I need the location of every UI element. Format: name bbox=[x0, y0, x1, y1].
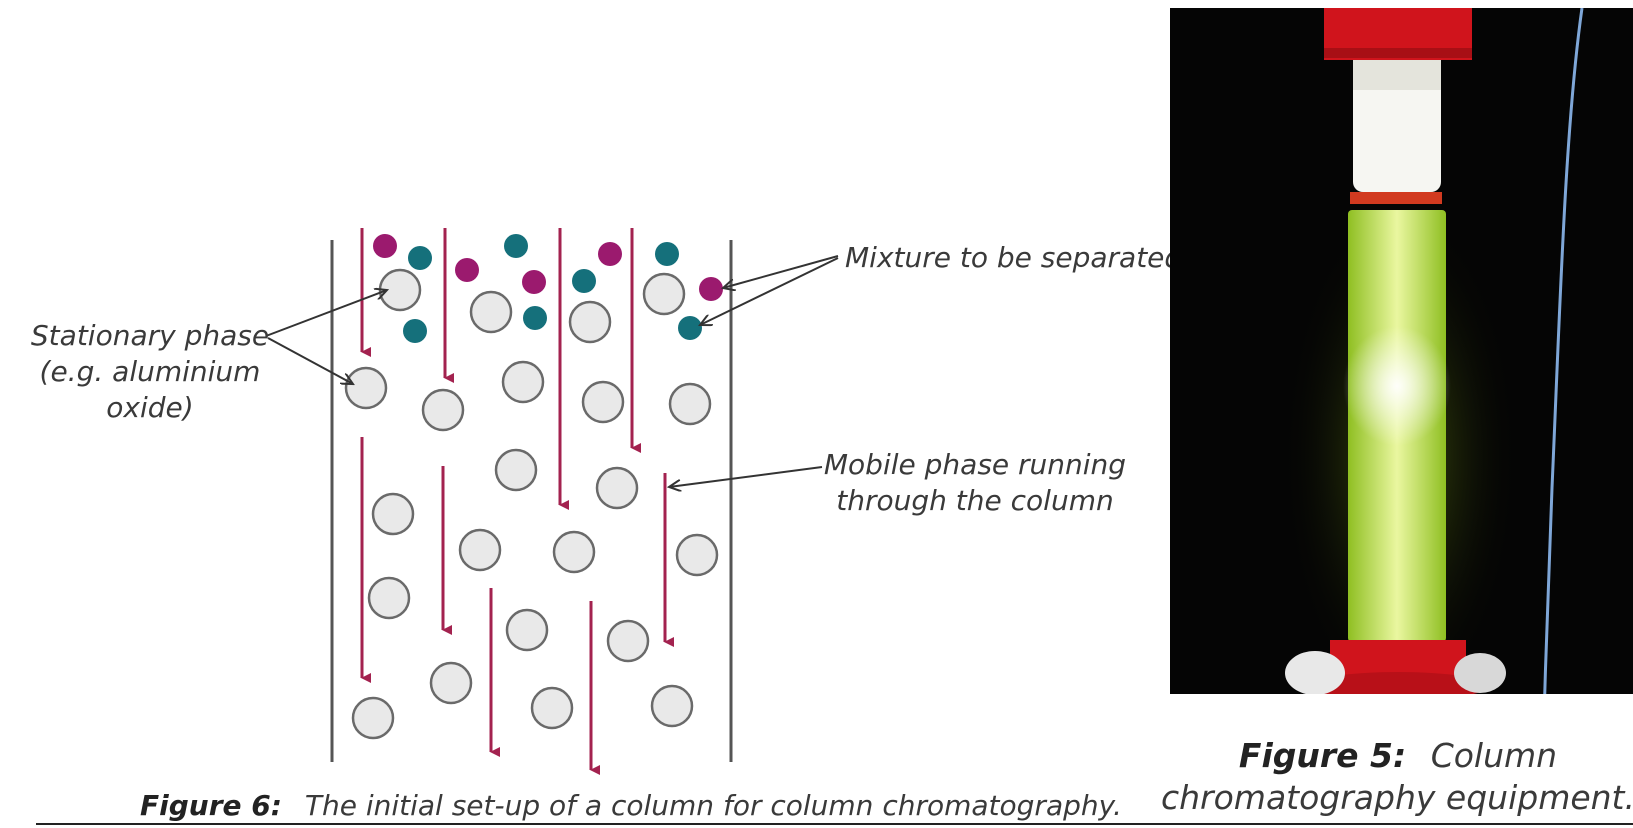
column-equipment-photo bbox=[1170, 8, 1633, 720]
stationary-phase-label: Stationary phase bbox=[31, 319, 269, 352]
stationary-bead bbox=[351, 696, 395, 740]
magenta-particle bbox=[598, 242, 622, 266]
figure-6-text: The initial set-up of a column for colum… bbox=[305, 789, 1122, 822]
stationary-bead bbox=[371, 492, 415, 536]
upper-white-tube bbox=[1353, 60, 1441, 192]
blue-wire bbox=[1542, 8, 1584, 720]
stationary-bead bbox=[581, 380, 625, 424]
stationary-bead bbox=[668, 382, 712, 426]
figure-6-caption: Figure 6: The initial set-up of a column… bbox=[140, 789, 1122, 822]
magenta-particle bbox=[455, 258, 479, 282]
teal-particle bbox=[523, 306, 547, 330]
teal-particle bbox=[403, 319, 427, 343]
teal-particle bbox=[572, 269, 596, 293]
figure-5-text: Column bbox=[1431, 736, 1557, 775]
mobile-phase-arrows bbox=[360, 228, 674, 775]
stationary-bead bbox=[642, 272, 686, 316]
stationary-phase-example-label: (e.g. aluminium bbox=[40, 355, 261, 388]
teal-particle bbox=[655, 242, 679, 266]
figure-6-number: Figure 6: bbox=[140, 789, 282, 822]
stationary-beads bbox=[344, 268, 719, 740]
teal-particle bbox=[678, 316, 702, 340]
label-pointers bbox=[265, 255, 839, 487]
stationary-bead bbox=[429, 661, 473, 705]
pointer-stationary-lower bbox=[267, 337, 353, 384]
magenta-particle bbox=[699, 277, 723, 301]
stationary-bead bbox=[421, 388, 465, 432]
stationary-bead bbox=[568, 300, 612, 344]
teal-particle bbox=[504, 234, 528, 258]
mobile-phase-label: Mobile phase running bbox=[824, 448, 1126, 481]
stationary-bead bbox=[595, 466, 639, 510]
pointer-mixture-lower bbox=[700, 257, 839, 325]
figure-5-number: Figure 5: bbox=[1239, 736, 1406, 775]
teal-particle bbox=[408, 246, 432, 270]
stationary-bead bbox=[552, 530, 596, 574]
pointer-stationary-upper bbox=[265, 290, 387, 337]
stationary-bead bbox=[530, 686, 574, 730]
stationary-bead bbox=[505, 608, 549, 652]
stationary-bead bbox=[675, 533, 719, 577]
stationary-bead bbox=[458, 528, 502, 572]
stationary-bead bbox=[469, 290, 513, 334]
stationary-bead bbox=[494, 448, 538, 492]
mixture-particles bbox=[373, 234, 723, 343]
magenta-particle bbox=[522, 270, 546, 294]
figure-5-caption-line1: Figure 5: Column bbox=[1239, 736, 1557, 775]
mixture-label: Mixture to be separated bbox=[845, 241, 1182, 274]
stationary-bead bbox=[344, 366, 388, 410]
mobile-phase-label-2: through the column bbox=[836, 484, 1113, 517]
pointer-mobile-phase bbox=[669, 466, 823, 487]
stationary-bead bbox=[650, 684, 694, 728]
magenta-particle bbox=[373, 234, 397, 258]
pointer-mixture-upper bbox=[723, 255, 839, 288]
stationary-phase-example-label-2: oxide) bbox=[106, 391, 193, 424]
stationary-bead bbox=[501, 360, 545, 404]
figure-5-caption-line2: chromatography equipment. bbox=[1161, 778, 1633, 817]
stationary-bead bbox=[367, 576, 411, 620]
stationary-bead bbox=[606, 619, 650, 663]
red-band bbox=[1350, 192, 1442, 204]
